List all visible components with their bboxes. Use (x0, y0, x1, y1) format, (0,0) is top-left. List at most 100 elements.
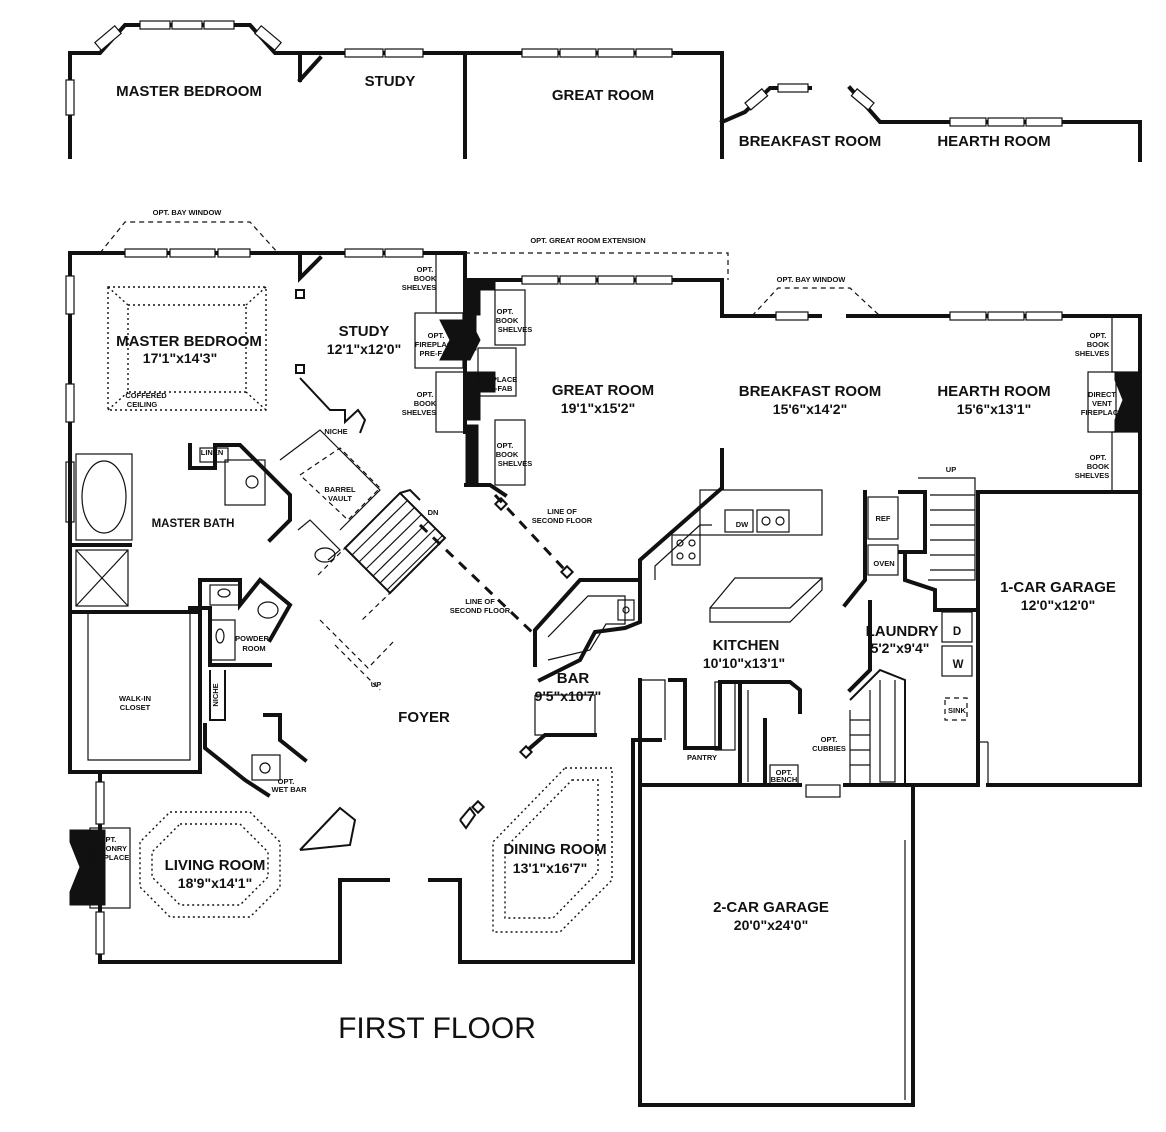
dining-room-name: DINING ROOM (503, 841, 606, 858)
elev-great-room-label: GREAT ROOM (552, 87, 654, 104)
elev-study-label: STUDY (365, 73, 416, 90)
oven-label: OVEN (873, 559, 894, 568)
direct-vent-b: VENT (1092, 399, 1112, 408)
direct-vent-a: DIRECT (1088, 390, 1116, 399)
labels: OPT. BAY WINDOW OPT. GREAT ROOM EXTENSIO… (87, 208, 1124, 1045)
book-shelves-5c: SHELVES (1075, 349, 1109, 358)
opt-bench-a: OPT. (776, 768, 793, 777)
interior-walls (68, 251, 1141, 933)
opt-fireplace-b: FIREPLACE (415, 340, 458, 349)
opt-wet-bar-b: WET BAR (272, 785, 308, 794)
sink-label: SINK (948, 706, 967, 715)
floor-title: FIRST FLOOR (338, 1012, 536, 1045)
dryer-label: D (953, 626, 961, 638)
book-shelves-2a: OPT. (417, 390, 434, 399)
bar-size: 9'5"x10'7" (535, 688, 602, 704)
two-car-garage-name: 2-CAR GARAGE (713, 899, 829, 916)
elev-hearth-room-label: HEARTH ROOM (937, 133, 1050, 150)
line-second-floor-2a: LINE OF (465, 597, 495, 606)
kitchen-size: 10'10"x13'1" (703, 655, 785, 671)
dn-label: DN (428, 508, 439, 517)
book-shelves-1a: OPT. (417, 265, 434, 274)
book-shelves-2b: BOOK (414, 399, 437, 408)
coffered-ceiling-line2: CEILING (127, 400, 158, 409)
book-shelves-5b: BOOK (1087, 340, 1110, 349)
powder-room-b: ROOM (242, 644, 265, 653)
breakfast-room-size: 15'6"x14'2" (773, 401, 847, 417)
walk-in-closet-a: WALK-IN (119, 694, 151, 703)
opt-great-room-extension-label: OPT. GREAT ROOM EXTENSION (530, 236, 645, 245)
book-shelves-2c: SHELVES (402, 408, 436, 417)
great-room-name: GREAT ROOM (552, 382, 654, 399)
walk-in-closet-b: CLOSET (120, 703, 151, 712)
one-car-garage-size: 12'0"x12'0" (1021, 597, 1095, 613)
dining-room-size: 13'1"x16'7" (513, 860, 587, 876)
bar-name: BAR (557, 670, 590, 687)
book-shelves-5a: OPT. (1090, 331, 1107, 340)
up-label-rear: UP (946, 465, 956, 474)
master-bath-name: MASTER BATH (152, 518, 235, 530)
laundry-name: LAUNDRY (866, 623, 939, 640)
fireplace-prefab-a: FIREPLACE (475, 375, 518, 384)
breakfast-room-name: BREAKFAST ROOM (739, 383, 882, 400)
elev-master-bedroom-label: MASTER BEDROOM (116, 83, 262, 100)
hearth-room-name: HEARTH ROOM (937, 383, 1050, 400)
niche-2-label: NICHE (211, 683, 220, 706)
great-room-size: 19'1"x15'2" (561, 400, 635, 416)
living-room-name: LIVING ROOM (165, 857, 266, 874)
direct-vent-c: FIREPLACE (1081, 408, 1124, 417)
powder-room-a: POWDER (235, 634, 269, 643)
opt-fireplace-a: OPT. (428, 331, 445, 340)
washer-label: W (953, 659, 964, 671)
book-shelves-4b: BOOK (496, 450, 519, 459)
book-shelves-4a: OPT. (497, 441, 514, 450)
book-shelves-6c: SHELVES (1075, 471, 1109, 480)
line-second-floor-1b: SECOND FLOOR (532, 516, 593, 525)
coffered-ceiling-line1: COFFERED (125, 391, 167, 400)
up-label-stair: UP (371, 680, 381, 689)
barrel-vault-b: VAULT (328, 494, 352, 503)
opt-bay-window-2-label: OPT. BAY WINDOW (777, 275, 847, 284)
book-shelves-1c: SHELVES (402, 283, 436, 292)
masonry-b: MASONRY (89, 844, 127, 853)
ref-label: REF (876, 514, 891, 523)
master-bedroom-size: 17'1"x14'3" (143, 350, 217, 366)
master-bedroom-name: MASTER BEDROOM (116, 333, 262, 350)
opt-bay-window-label: OPT. BAY WINDOW (153, 208, 223, 217)
opt-cubbies-b: CUBBIES (812, 744, 846, 753)
opt-bench-b: BENCH (771, 775, 798, 784)
one-car-garage-name: 1-CAR GARAGE (1000, 579, 1116, 596)
windows (65, 248, 1063, 955)
book-shelves-3c: SHELVES (498, 325, 532, 334)
opt-cubbies-a: OPT. (821, 735, 838, 744)
opt-fireplace-c: PRE-FAB (420, 349, 454, 358)
study-size: 12'1"x12'0" (327, 341, 401, 357)
kitchen-name: KITCHEN (713, 637, 780, 654)
pantry-label: PANTRY (687, 753, 717, 762)
book-shelves-1b: BOOK (414, 274, 437, 283)
book-shelves-4c: SHELVES (498, 459, 532, 468)
line-second-floor-1a: LINE OF (547, 507, 577, 516)
barrel-vault-a: BARREL (324, 485, 356, 494)
hearth-room-size: 15'6"x13'1" (957, 401, 1031, 417)
elev-breakfast-room-label: BREAKFAST ROOM (739, 133, 882, 150)
laundry-size: 5'2"x9'4" (871, 640, 930, 656)
line-second-floor-2b: SECOND FLOOR (450, 606, 511, 615)
foyer-name: FOYER (398, 709, 450, 726)
masonry-a: OPT. (100, 835, 117, 844)
linen-label: LINEN (201, 448, 224, 457)
study-name: STUDY (339, 323, 390, 340)
fireplace-prefab-b: PRE-FAB (480, 384, 514, 393)
masonry-c: FIREPLACE (87, 853, 130, 862)
book-shelves-3b: BOOK (496, 316, 519, 325)
living-room-size: 18'9"x14'1" (178, 875, 252, 891)
two-car-garage-size: 20'0"x24'0" (734, 917, 808, 933)
rear-elevation: MASTER BEDROOM STUDY GREAT ROOM BREAKFAS… (65, 20, 1142, 162)
dw-label: DW (736, 520, 749, 529)
niche-label: NICHE (324, 427, 347, 436)
book-shelves-3a: OPT. (497, 307, 514, 316)
main-staircase (317, 488, 447, 691)
book-shelves-6b: BOOK (1087, 462, 1110, 471)
